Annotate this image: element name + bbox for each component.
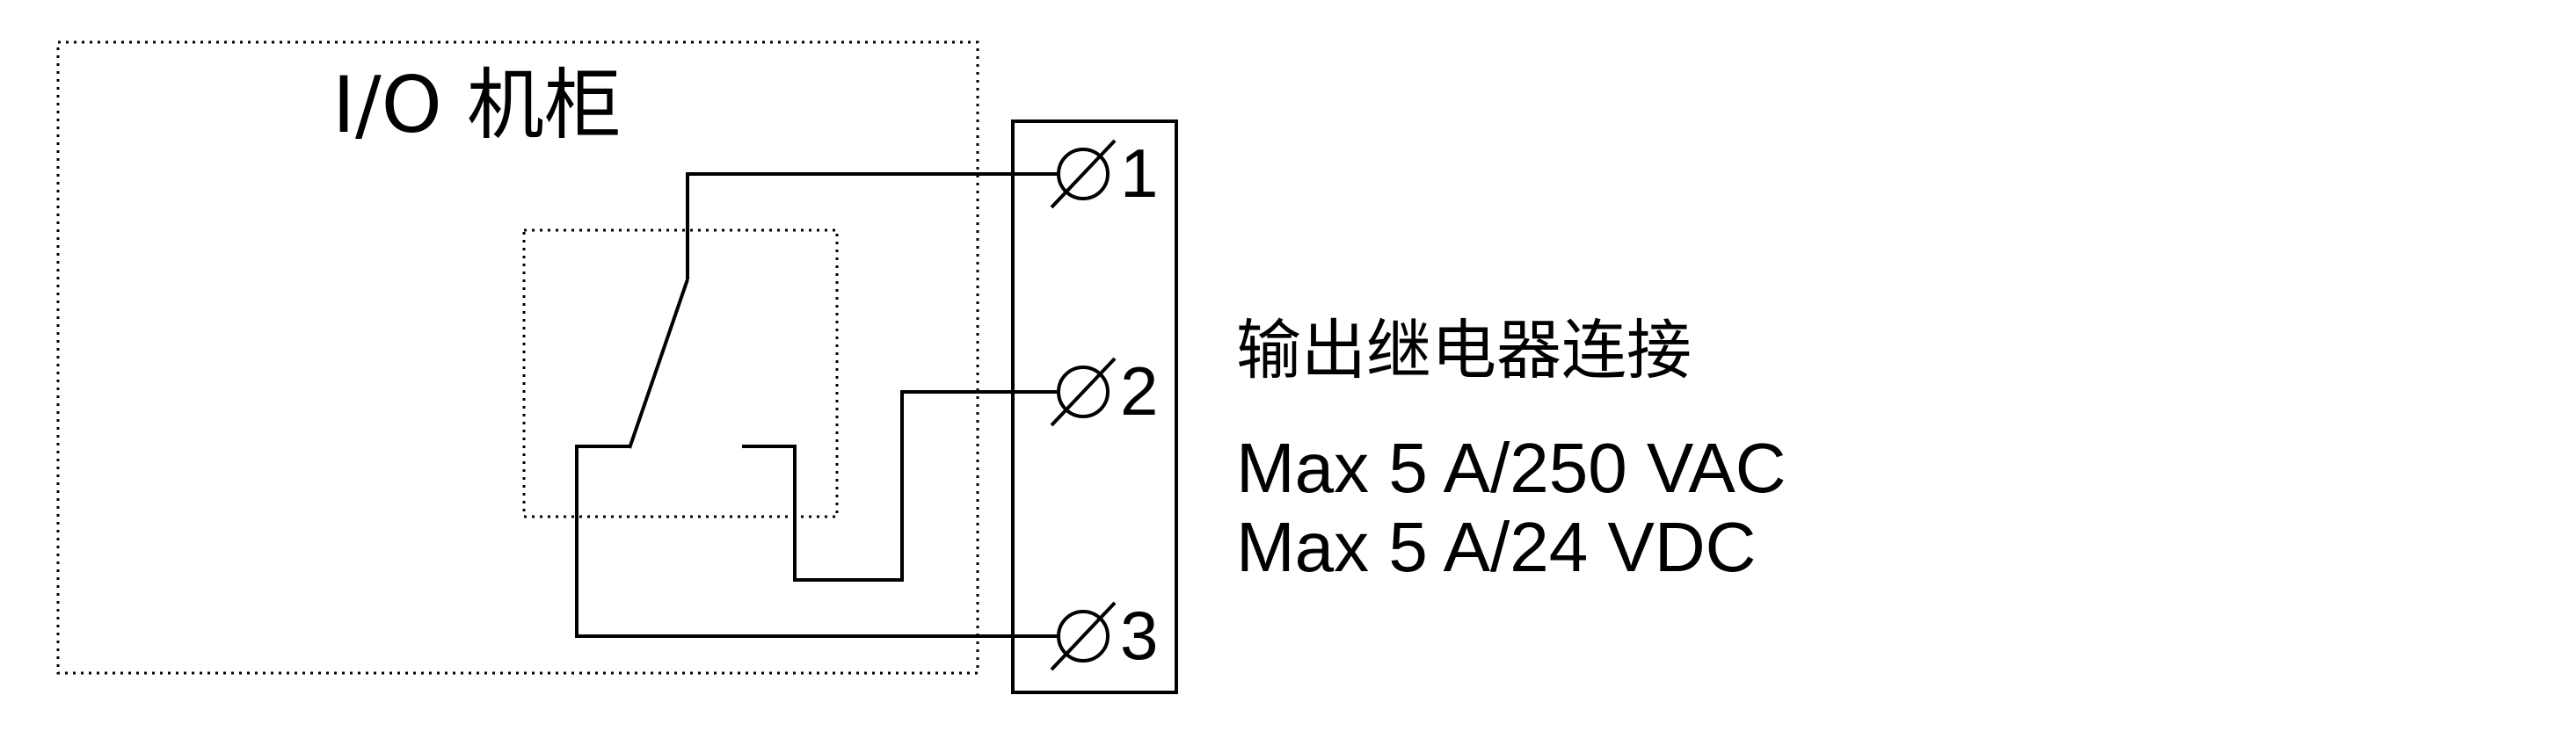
- io-cabinet-boundary: [56, 40, 979, 675]
- terminal-1: 1: [1050, 134, 1158, 212]
- terminal-2: 2: [1050, 352, 1158, 430]
- terminal-2-slash: [1050, 357, 1117, 427]
- wire-terminal-1: [686, 172, 1059, 279]
- terminal-1-screw-icon: [1057, 148, 1110, 200]
- wire-terminal-3: [575, 445, 1060, 638]
- relay-rating-dc: Max 5 A/24 VDC: [1236, 508, 1756, 586]
- terminal-3: 3: [1050, 597, 1158, 674]
- wire-terminal-2: [742, 390, 1059, 582]
- relay-boundary: [522, 228, 839, 518]
- terminal-2-label: 2: [1120, 352, 1158, 430]
- wiring: [575, 172, 1060, 638]
- terminal-block: [1011, 120, 1178, 694]
- terminal-3-screw-icon: [1057, 610, 1110, 663]
- terminal-1-label: 1: [1120, 134, 1158, 212]
- terminal-3-slash: [1050, 601, 1117, 671]
- relay-rating-ac: Max 5 A/250 VAC: [1236, 429, 1786, 507]
- io-cabinet-label: I/O 机柜: [332, 60, 622, 150]
- switch-blade: [628, 279, 689, 449]
- terminal-2-screw-icon: [1057, 366, 1110, 418]
- relay-title: 输出继电器连接: [1236, 313, 1692, 388]
- terminal-1-slash: [1050, 139, 1117, 209]
- terminal-3-label: 3: [1120, 597, 1158, 674]
